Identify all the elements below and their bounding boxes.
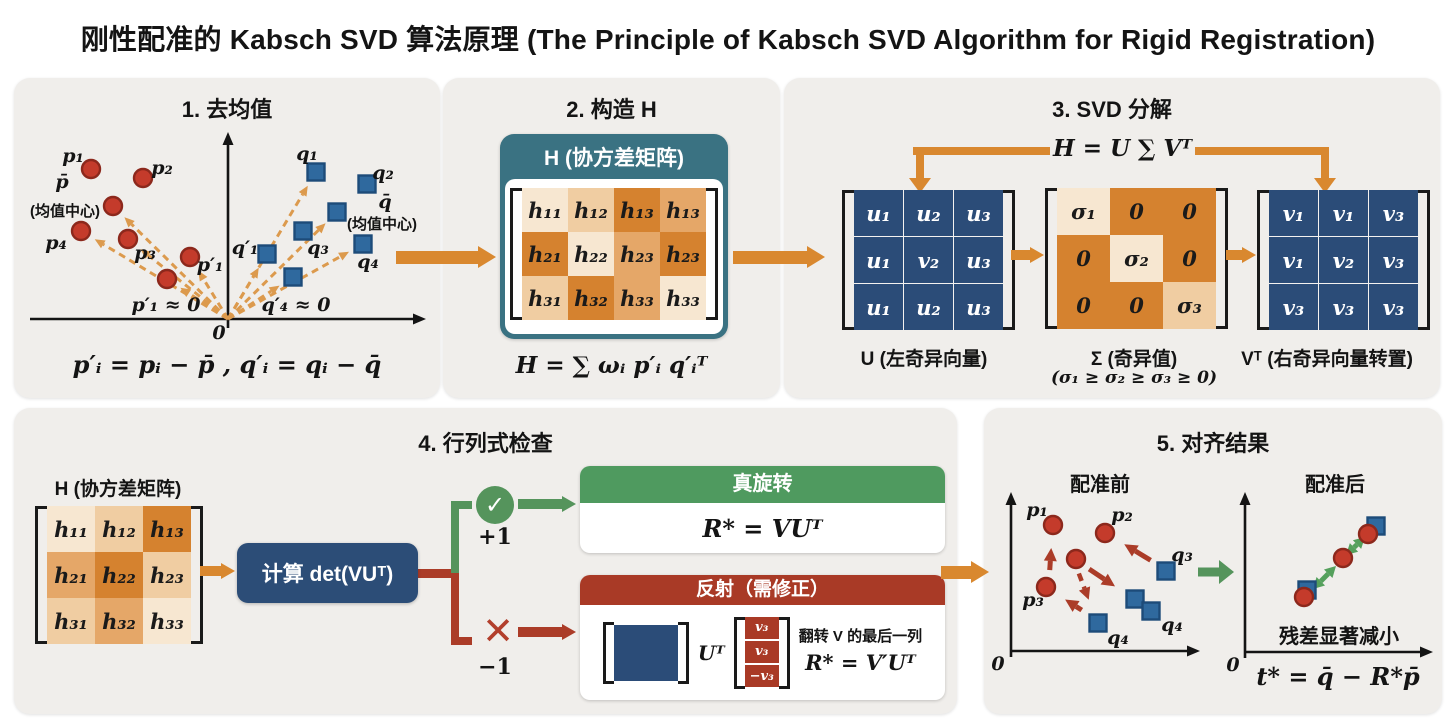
vt-matrix-label: Vᵀ (右奇异向量转置) xyxy=(1241,349,1413,370)
reflection-formula: R* = V′Uᵀ xyxy=(805,650,916,676)
branch-line-out xyxy=(418,569,459,578)
svg-text:p′₁: p′₁ xyxy=(197,254,224,276)
v-matrix-block xyxy=(613,624,678,681)
svg-text:0: 0 xyxy=(212,322,225,344)
arrow-step1-to-step2-icon xyxy=(396,246,496,268)
v-block-matrix xyxy=(602,621,689,684)
branch-stub-down xyxy=(451,637,472,645)
flip-note: 翻转 V 的最后一列 xyxy=(798,628,923,646)
rotation-card-header: 真旋转 xyxy=(580,466,945,503)
svg-text:q′₄ ≈ 0: q′₄ ≈ 0 xyxy=(262,294,331,316)
svg-text:q₄: q₄ xyxy=(1107,627,1129,649)
elbow-line-right-v xyxy=(1321,147,1329,180)
step2-title: 2. 构造 H xyxy=(566,97,657,122)
elbow-arrowhead-left-icon xyxy=(909,178,931,193)
panel-step1-demean: 1. 去均值 0 p₁ p₂ p̄ (均值中心) p₄ p₃ p′₁ q₁ q₂ q̄ (均值中心) q… xyxy=(14,78,440,398)
arrow-u-to-sigma-icon xyxy=(1011,247,1044,263)
svg-text:q₁: q₁ xyxy=(296,143,318,165)
svg-text:p₃: p₃ xyxy=(1022,589,1044,611)
before-registration-label: 配准前 xyxy=(1070,474,1130,496)
arrow-to-reflection-icon xyxy=(518,624,576,640)
ut-label: Uᵀ xyxy=(697,640,725,665)
svg-text:q̄: q̄ xyxy=(378,191,391,213)
reflection-card-header: 反射（需修正） xyxy=(580,575,945,605)
svg-text:q₃: q₃ xyxy=(1171,544,1193,566)
svg-text:p₁: p₁ xyxy=(1026,499,1048,521)
elbow-line-right-h xyxy=(1195,147,1329,155)
elbow-line-left-v xyxy=(916,147,924,180)
svg-text:q₄: q₄ xyxy=(357,251,379,273)
step4-title: 4. 行列式检查 xyxy=(418,431,553,456)
branch-line-down xyxy=(451,573,459,641)
step1-formula: p′ᵢ = pᵢ − p̄ , q′ᵢ = qᵢ − q̄ xyxy=(72,350,382,379)
covariance-card-title: H (协方差矩阵) xyxy=(544,147,684,170)
arrow-step2-to-step3-icon xyxy=(733,246,825,268)
elbow-arrowhead-right-icon xyxy=(1314,178,1336,193)
step2-formula: H = ∑ ωᵢ p′ᵢ q′ᵢᵀ xyxy=(515,352,708,379)
svg-text:0: 0 xyxy=(1226,654,1239,676)
svg-text:p₂: p₂ xyxy=(151,157,173,179)
svd-formula: H = U ∑ Vᵀ xyxy=(1052,135,1193,162)
sigma-order-label: (σ₁ ≥ σ₂ ≥ σ₃ ≥ 0) xyxy=(1050,368,1218,388)
translation-formula: t* = q̄ − R*p̄ xyxy=(1256,662,1420,691)
svg-text:(均值中心): (均值中心) xyxy=(30,202,100,220)
svg-text:0: 0 xyxy=(991,653,1004,675)
rotation-formula: R* = VUᵀ xyxy=(702,513,823,543)
alignment-scatter-plot: 0 0 p₁ p₂ p₃ q₃ q₄ q₄ xyxy=(984,408,1442,719)
svg-text:p′₁ ≈ 0: p′₁ ≈ 0 xyxy=(132,294,201,316)
step3-title: 3. SVD 分解 xyxy=(1052,97,1172,122)
svg-text:q′₁: q′₁ xyxy=(232,237,259,259)
svg-text:p₄: p₄ xyxy=(45,232,67,254)
plus-one-label: +1 xyxy=(478,524,512,550)
x-icon: ✕ xyxy=(482,611,514,653)
branch-line-up xyxy=(451,505,459,573)
det-computation-box: 计算 det(VUᵀ) xyxy=(237,543,418,603)
branch-stub-up xyxy=(451,501,472,509)
arrow-sigma-to-vt-icon xyxy=(1226,247,1256,263)
check-icon: ✓ xyxy=(476,486,514,524)
svg-text:p̄: p̄ xyxy=(55,171,69,193)
panel-step5-alignment-result: 5. 对齐结果 配准前 配准后 0 0 p₁ p₂ p₃ q₃ q₄ q₄ 残差显著减小 t*… xyxy=(984,408,1442,714)
demean-scatter-plot: 0 p₁ p₂ p̄ (均值中心) p₄ p₃ p′₁ q₁ q₂ q̄ (均值中心) q₃ q₄ q′₁ p… xyxy=(14,78,440,403)
minus-one-label: −1 xyxy=(478,654,512,680)
svg-text:(均值中心): (均值中心) xyxy=(347,215,417,233)
h-matrix-label: H (协方差矩阵) xyxy=(54,479,182,500)
arrow-step4-to-step5-icon xyxy=(941,561,989,583)
page-title: 刚性配准的 Kabsch SVD 算法原理 (The Principle of … xyxy=(80,24,1376,55)
svg-text:q₂: q₂ xyxy=(372,162,394,184)
rotation-card: 真旋转 R* = VUᵀ xyxy=(580,466,945,553)
svg-text:q₄: q₄ xyxy=(1161,614,1183,636)
svg-text:p₃: p₃ xyxy=(134,242,156,264)
u-matrix-label: U (左奇异向量) xyxy=(860,349,988,370)
step5-title: 5. 对齐结果 xyxy=(1156,431,1270,456)
after-registration-label: 配准后 xyxy=(1305,474,1365,496)
elbow-line-left-h xyxy=(913,147,1050,155)
arrow-h-to-det-icon xyxy=(200,563,235,579)
svg-text:q₃: q₃ xyxy=(307,237,329,259)
residual-note: 残差显著减小 xyxy=(1279,626,1399,648)
arrow-to-rotation-icon xyxy=(518,496,576,512)
sigma-matrix-label: Σ (奇异值) xyxy=(1090,349,1178,370)
step1-title: 1. 去均值 xyxy=(181,97,273,122)
svg-text:p₂: p₂ xyxy=(1111,504,1133,526)
svg-text:p₁: p₁ xyxy=(62,145,84,167)
